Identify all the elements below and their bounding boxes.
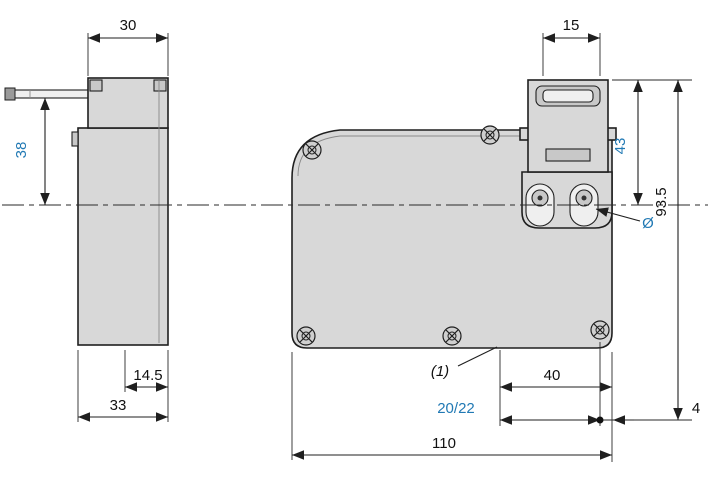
diameter-callout: Ø [595,207,654,232]
dim-110-label: 110 [432,435,456,452]
key-entry-left-dot [537,195,543,201]
front-view [291,79,617,349]
actuator-end [4,87,16,101]
dim-30-label: 30 [120,17,137,34]
dimension-15: 15 [542,17,601,76]
fixing-hole-marker [596,416,604,424]
head-label-recess [545,148,591,162]
screw-head [590,320,610,340]
diameter-symbol: Ø [642,215,654,232]
part-callout: (1) [431,346,498,380]
dim-40-label: 40 [544,367,561,384]
actuator-blade [5,89,89,99]
dim-43-label: 43 [612,138,629,155]
screw-head [442,326,462,346]
dim-14-5-label: 14.5 [133,367,162,384]
screw-head [302,140,322,160]
screw-head [296,326,316,346]
side-view [4,77,169,346]
screw-head [480,125,500,145]
dimension-30: 30 [87,17,169,76]
actuator-key [4,87,89,101]
dimension-33: 33 [77,350,168,422]
dim-33-label: 33 [110,397,127,414]
dimension-20-22: 20/22 [437,342,601,426]
dim-4-label: 4 [692,400,700,417]
dim-93-5-label: 93.5 [653,187,670,216]
dimension-93-5: 93.5 [653,80,683,420]
dimension-43: 43 [612,79,692,205]
key-entry-right-dot [581,195,587,201]
dim-20-22-label: 20/22 [437,400,475,417]
dimension-4: 4 [596,400,700,425]
dim-38-label: 38 [13,142,30,159]
side-body [77,127,169,346]
dimension-40: 40 [499,350,613,462]
callout-1-label: (1) [431,363,449,380]
head-clip-right [153,79,167,92]
dimension-110: 110 [291,352,612,460]
head-slot-inner [542,89,594,103]
dimension-38: 38 [13,98,50,205]
dimension-14-5: 14.5 [124,350,169,422]
side-notch [71,131,79,147]
head-clip-left [89,79,103,92]
dim-15-label: 15 [563,17,580,34]
